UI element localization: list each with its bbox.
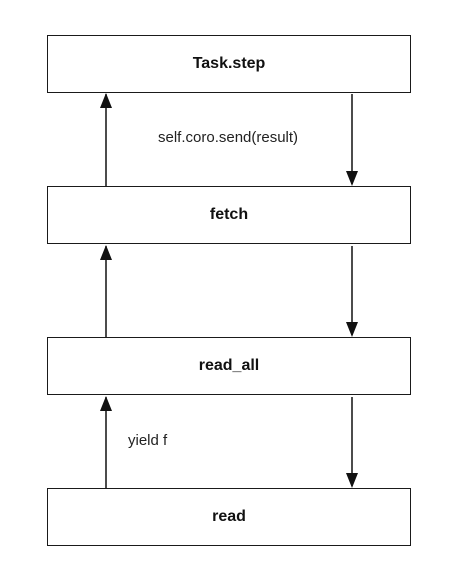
node-fetch: fetch — [47, 186, 411, 244]
node-read-all-label: read_all — [198, 357, 260, 374]
node-task-step: Task.step — [47, 35, 411, 93]
arrowhead-up-1 — [100, 93, 112, 108]
node-read-all: read_all — [47, 337, 411, 395]
edge-label-yield: yield f — [128, 432, 168, 449]
node-task-step-label: Task.step — [192, 55, 266, 72]
arrowhead-down-1 — [346, 171, 358, 186]
arrowhead-down-2 — [346, 322, 358, 337]
arrowhead-up-2 — [100, 245, 112, 260]
node-fetch-label: fetch — [209, 206, 249, 223]
edge-label-send: self.coro.send(result) — [158, 129, 299, 146]
arrowhead-up-3 — [100, 396, 112, 411]
node-read-label: read — [212, 508, 246, 525]
arrowhead-down-3 — [346, 473, 358, 488]
node-read: read — [47, 488, 411, 546]
